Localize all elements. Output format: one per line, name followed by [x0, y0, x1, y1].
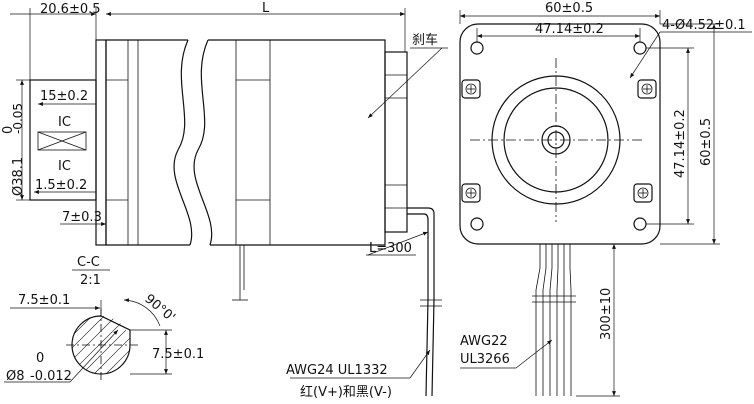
- step-2-label: 7±0.3: [62, 210, 102, 225]
- section-tol-lower: -0.012: [30, 369, 72, 384]
- mount-hole-br: [633, 217, 647, 231]
- brake-block: [384, 51, 408, 233]
- section-tol-upper: 0: [36, 351, 44, 366]
- width-label: 60±0.5: [545, 1, 593, 16]
- shaft-tol-top: 0: [1, 126, 16, 134]
- brake-wire-callout: AWG24 UL1332 红(V+)和黑(V-): [286, 349, 431, 400]
- hole-spacing-h-label: 47.14±0.2: [535, 22, 604, 37]
- side-view: 20.6±0.5 L 刹车 15±0.2 IC IC 0 -0.05 Ø38.1…: [1, 1, 448, 397]
- screw-tr: [637, 79, 657, 99]
- boss-depth-label: 15±0.2: [40, 89, 88, 104]
- brake-label: 刹车: [412, 32, 438, 48]
- shaft-tol-bottom: -0.05: [11, 103, 25, 134]
- section-scale: 2:1: [80, 273, 101, 288]
- section-diameter: Ø8: [6, 369, 25, 384]
- motor-body-left: [105, 39, 190, 246]
- step-1-label: 1.5±0.2: [35, 178, 87, 193]
- ic-box: [37, 131, 87, 151]
- section-title: C-C: [77, 255, 100, 270]
- motor-body-right: [208, 39, 386, 246]
- mount-hole-bl: [470, 217, 484, 231]
- front-face: [459, 23, 661, 245]
- flat-height-label: 7.5±0.1: [152, 347, 204, 362]
- mount-hole-tl: [470, 41, 484, 55]
- height-label: 60±0.5: [699, 118, 714, 166]
- flange-width-label: 20.6±0.5: [40, 2, 101, 17]
- break-line-left: [173, 39, 193, 246]
- section-view: C-C 2:1 7.5±0.1 90°0' 7.5±0.1 0 -0.012 Ø…: [4, 255, 204, 384]
- ic-top-label: IC: [58, 115, 71, 130]
- lead-wires: [239, 245, 245, 300]
- cable-bundle: [532, 244, 576, 396]
- holes-label: 4-Ø4.52±0.1: [662, 18, 746, 33]
- screw-bl: [461, 183, 481, 203]
- length-label: L: [262, 1, 270, 16]
- screw-tl: [461, 79, 481, 99]
- cable-length-label: 300±10: [599, 288, 614, 340]
- front-view: 60±0.5 47.14±0.2 4-Ø4.52±0.1 47.14±0.2 6…: [459, 1, 752, 397]
- screw-br: [633, 183, 653, 203]
- cable-ul-label: UL3266: [460, 352, 510, 367]
- break-line-right: [193, 39, 213, 246]
- cable-awg-label: AWG22: [460, 334, 508, 349]
- brake-wire-spec: AWG24 UL1332: [286, 363, 388, 378]
- flat-width-label: 7.5±0.1: [18, 293, 70, 308]
- shaft-section: [71, 315, 131, 375]
- shaft-dia-label: Ø38.1: [11, 157, 26, 196]
- ic-bottom-label: IC: [58, 159, 71, 174]
- lead-length-label: L=300: [369, 241, 412, 256]
- brake-wire: [407, 207, 435, 397]
- mount-hole-tr: [633, 41, 647, 55]
- hole-spacing-v-label: 47.14±0.2: [673, 109, 688, 178]
- brake-wire-colors: 红(V+)和黑(V-): [300, 384, 392, 400]
